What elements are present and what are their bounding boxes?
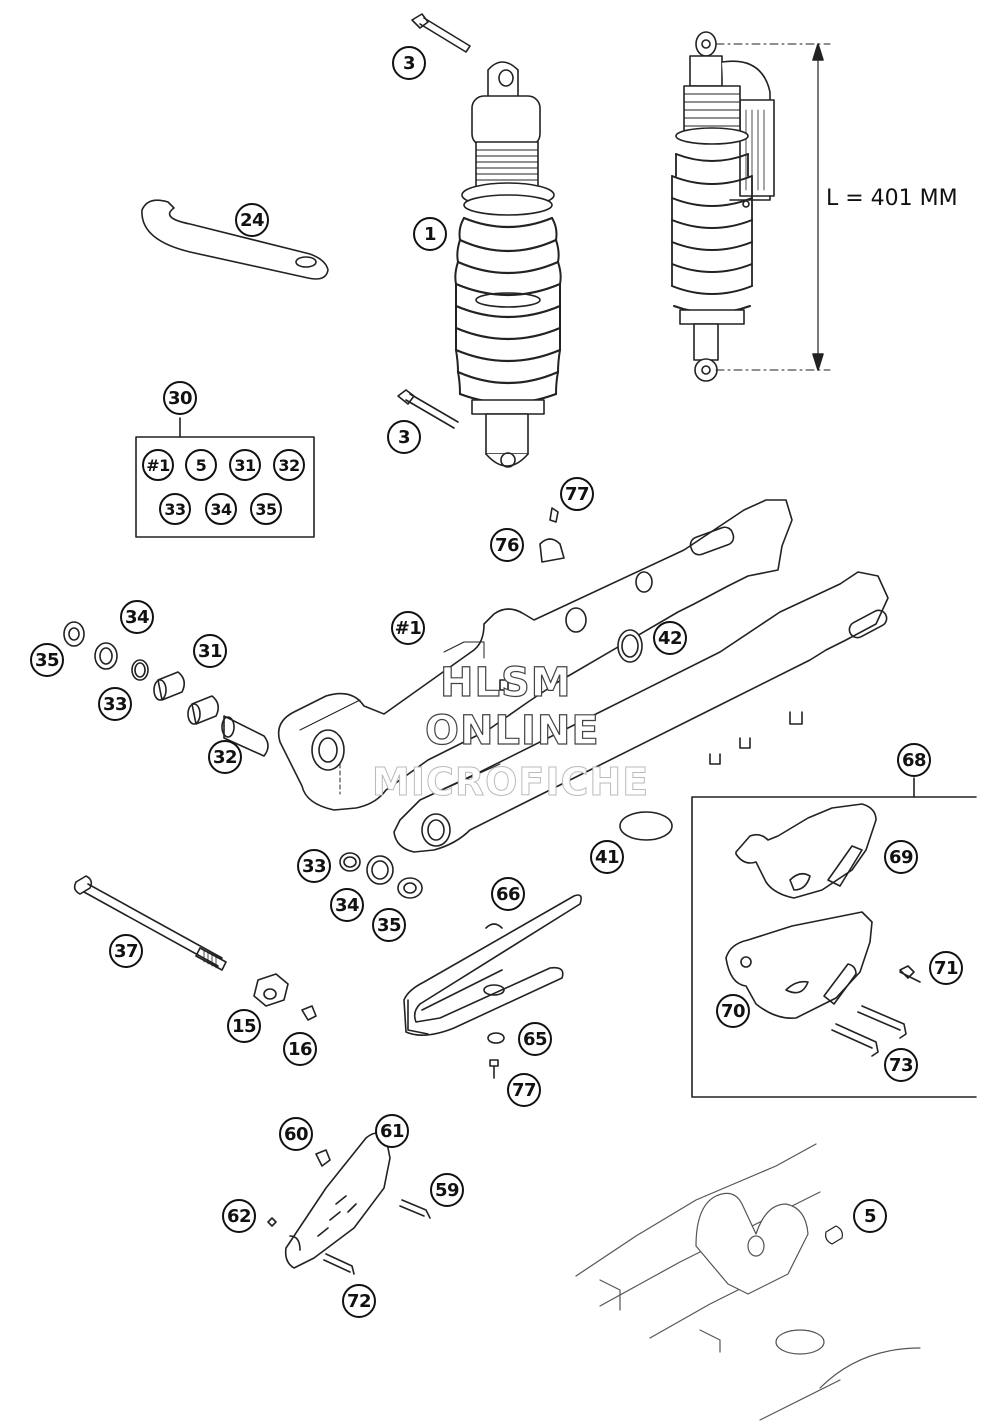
callout-73[interactable]: 73 — [884, 1048, 918, 1082]
callout-3-top[interactable]: 3 — [392, 46, 426, 80]
callout-72[interactable]: 72 — [342, 1284, 376, 1318]
callout-37[interactable]: 37 — [109, 934, 143, 968]
callout-66[interactable]: 66 — [491, 877, 525, 911]
kit-item-34[interactable]: 34 — [205, 493, 237, 525]
kit-item-33[interactable]: 33 — [159, 493, 191, 525]
callout-5[interactable]: 5 — [853, 1199, 887, 1233]
kit-item-32[interactable]: 32 — [273, 449, 305, 481]
shock-side-view-icon — [671, 31, 831, 382]
callout-77-top[interactable]: 77 — [560, 477, 594, 511]
callout-61[interactable]: 61 — [375, 1114, 409, 1148]
swingarm-icon — [277, 499, 889, 853]
bearing-parts-icon — [63, 621, 269, 757]
callout-65[interactable]: 65 — [518, 1022, 552, 1056]
callout-35-left[interactable]: 35 — [30, 643, 64, 677]
kit-item-35[interactable]: 35 — [250, 493, 282, 525]
nut-icon — [253, 973, 317, 1021]
cover-icon — [619, 811, 673, 841]
callout-32[interactable]: 32 — [208, 740, 242, 774]
callout-31[interactable]: 31 — [193, 634, 227, 668]
callout-68[interactable]: 68 — [897, 743, 931, 777]
callout-33-left[interactable]: 33 — [98, 687, 132, 721]
callout-33-mid[interactable]: 33 — [297, 849, 331, 883]
callout-59[interactable]: 59 — [430, 1173, 464, 1207]
kit-item-5[interactable]: 5 — [185, 449, 217, 481]
callout-1[interactable]: 1 — [413, 217, 447, 251]
callout-30[interactable]: 30 — [163, 381, 197, 415]
spacer-parts-icon — [339, 852, 423, 899]
watermark-line-2: ONLINE — [424, 707, 600, 754]
callout-41[interactable]: 41 — [590, 840, 624, 874]
callout-1-swingarm[interactable]: #1 — [391, 611, 425, 645]
callout-15[interactable]: 15 — [227, 1009, 261, 1043]
shock-absorber-icon — [397, 13, 562, 468]
hook-wrench-icon — [141, 199, 329, 280]
callout-42[interactable]: 42 — [653, 621, 687, 655]
callout-34-left[interactable]: 34 — [120, 600, 154, 634]
callout-60[interactable]: 60 — [279, 1117, 313, 1151]
callout-69[interactable]: 69 — [884, 840, 918, 874]
callout-24[interactable]: 24 — [235, 203, 269, 237]
callout-16[interactable]: 16 — [283, 1032, 317, 1066]
frame-detail-icon — [575, 1143, 921, 1421]
callout-35-mid[interactable]: 35 — [372, 908, 406, 942]
watermark-line-1: HLSM — [439, 659, 572, 706]
chain-guide-box — [691, 777, 977, 1098]
callout-76[interactable]: 76 — [490, 528, 524, 562]
axle-bolt-icon — [73, 875, 227, 971]
callout-3-bottom[interactable]: 3 — [387, 420, 421, 454]
callout-70[interactable]: 70 — [716, 994, 750, 1028]
kit-item-31[interactable]: 31 — [229, 449, 261, 481]
callout-34-mid[interactable]: 34 — [330, 888, 364, 922]
callout-77-bottom[interactable]: 77 — [507, 1073, 541, 1107]
chain-guard-icon — [267, 1132, 431, 1275]
chain-guide-icon — [725, 803, 921, 1057]
chain-slider-icon — [403, 894, 582, 1079]
kit-item-1[interactable]: #1 — [142, 449, 174, 481]
callout-62[interactable]: 62 — [222, 1199, 256, 1233]
callout-71[interactable]: 71 — [929, 951, 963, 985]
length-dimension-label: L = 401 MM — [826, 186, 958, 211]
watermark-line-3: MICROFICHE — [371, 760, 650, 805]
